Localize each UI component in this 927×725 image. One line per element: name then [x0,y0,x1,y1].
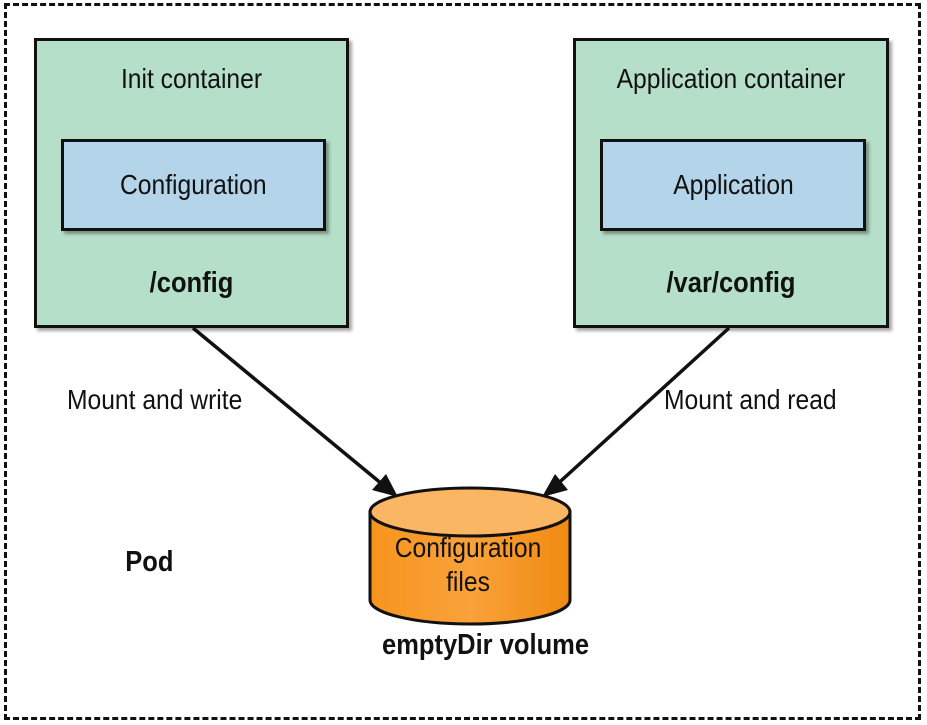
pod-boundary [4,3,921,720]
volume-caption: emptyDir volume [382,629,590,661]
application-box: Application [600,139,866,231]
init-mount-path: /config [149,267,234,299]
app-mount-path: /var/config [666,267,796,299]
pod-label: Pod [125,546,174,578]
application-container: Application container Application /var/c… [573,38,889,328]
init-container-title: Init container [120,63,263,94]
mount-write-arrowhead [372,474,398,497]
configuration-label: Configuration [120,169,267,200]
init-container: Init container Configuration /config [34,38,349,328]
volume-label-line1: Configuration [394,532,542,563]
application-label: Application [672,169,794,200]
mount-read-label: Mount and read [664,384,837,415]
mount-read-arrowhead [542,474,568,497]
volume-cylinder [368,486,572,626]
volume-label: Configuration files [380,531,556,599]
mount-write-arrow [191,326,390,491]
volume-label-line2: files [446,566,490,597]
mount-write-label: Mount and write [67,384,243,415]
mount-read-arrow [550,326,731,491]
application-container-title: Application container [616,63,846,94]
configuration-box: Configuration [61,139,326,231]
